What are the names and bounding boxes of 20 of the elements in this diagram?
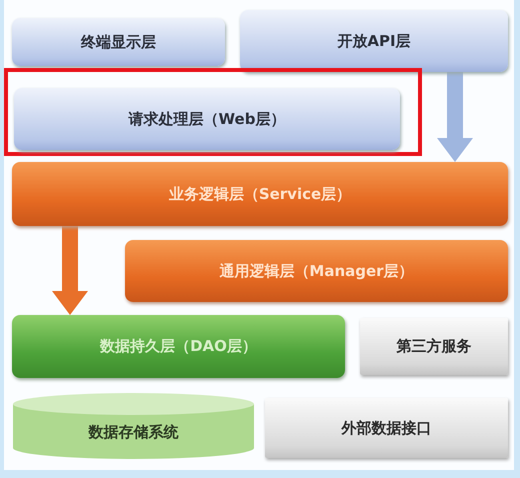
layer-label: 数据存储系统 [88,422,178,442]
layer-box [240,10,508,72]
highlight-frame [4,68,422,156]
layer-box [12,315,345,378]
layer-box [360,318,508,375]
layer-box [14,88,400,150]
down-arrow [437,72,473,162]
layer-label: 开放API层 [337,32,411,50]
layer-label: 终端显示层 [81,32,156,52]
layer-label: 请求处理层（Web层） [128,110,286,128]
layer-box [265,398,508,458]
layer-box [12,18,225,66]
layer-label: 通用逻辑层（Manager层） [219,262,414,280]
layer-label: 数据持久层（DAO层） [100,337,257,356]
layer-box [12,162,508,226]
layer-label: 第三方服务 [396,337,472,356]
layer-label: 外部数据接口 [342,418,432,438]
down-arrow [52,226,88,315]
layer-label: 业务逻辑层（Service层） [168,184,352,204]
layer-box [125,240,508,302]
